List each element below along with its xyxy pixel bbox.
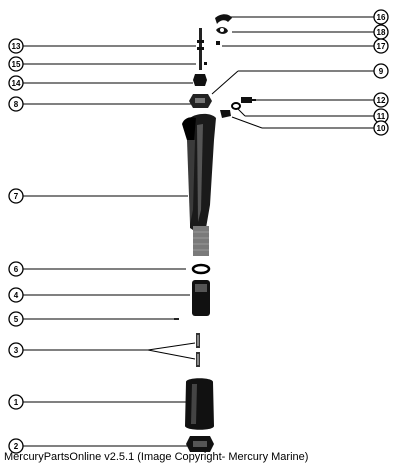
- callout-number: 14: [12, 79, 21, 88]
- callout-circle: [373, 9, 389, 25]
- pin-part: [204, 62, 207, 65]
- callout-circle: [8, 188, 24, 204]
- callout-number: 15: [12, 60, 21, 69]
- callout-number: 1: [14, 398, 19, 407]
- callout-number: 4: [14, 291, 19, 300]
- callout-number: 10: [377, 124, 386, 133]
- fitting-part: [193, 74, 207, 86]
- housing-part: [182, 113, 216, 256]
- callout-number: 5: [14, 315, 19, 324]
- callout-circle: [8, 394, 24, 410]
- pins-part: [196, 333, 200, 367]
- cap-nut-part: [186, 436, 214, 452]
- callout-number: 2: [14, 442, 19, 451]
- o-ring-part: [231, 102, 241, 110]
- parts: [174, 14, 256, 452]
- callout-circle: [8, 75, 24, 91]
- callout-circle: [373, 92, 389, 108]
- small-screw-part: [216, 41, 220, 45]
- leader-lines: [23, 16, 374, 447]
- callout-number: 17: [377, 42, 386, 51]
- callout-number: 11: [377, 112, 386, 121]
- callout-number: 3: [14, 346, 19, 355]
- callout-circle: [373, 63, 389, 79]
- o-ring-large-part: [191, 263, 211, 275]
- screw-part: [241, 97, 256, 103]
- seal-part: [220, 110, 231, 118]
- shaft-part: [197, 28, 204, 70]
- callout-circle: [8, 261, 24, 277]
- callout-circle: [8, 311, 24, 327]
- callout-circle: [373, 120, 389, 136]
- callout-circle: [8, 56, 24, 72]
- callout-circle: [8, 38, 24, 54]
- callout-number: 7: [14, 192, 19, 201]
- boot-part: [185, 378, 214, 430]
- callout-circle: [373, 38, 389, 54]
- callout-number: 18: [377, 28, 386, 37]
- callout-number: 16: [377, 13, 386, 22]
- callout-circle: [8, 287, 24, 303]
- copyright-footer: MercuryPartsOnline v2.5.1 (Image Copyrig…: [4, 451, 309, 463]
- callout-number: 8: [14, 100, 19, 109]
- callout-number: 13: [12, 42, 21, 51]
- callout-number: 12: [377, 96, 386, 105]
- roll-pin-part: [174, 318, 179, 320]
- callout-number: 6: [14, 265, 19, 274]
- callout-circle: [8, 438, 24, 454]
- callout-number: 9: [379, 67, 384, 76]
- callout-circle: [8, 96, 24, 112]
- sleeve-part: [192, 280, 210, 316]
- callout-circle: [8, 342, 24, 358]
- spring-clip-part: [215, 14, 232, 24]
